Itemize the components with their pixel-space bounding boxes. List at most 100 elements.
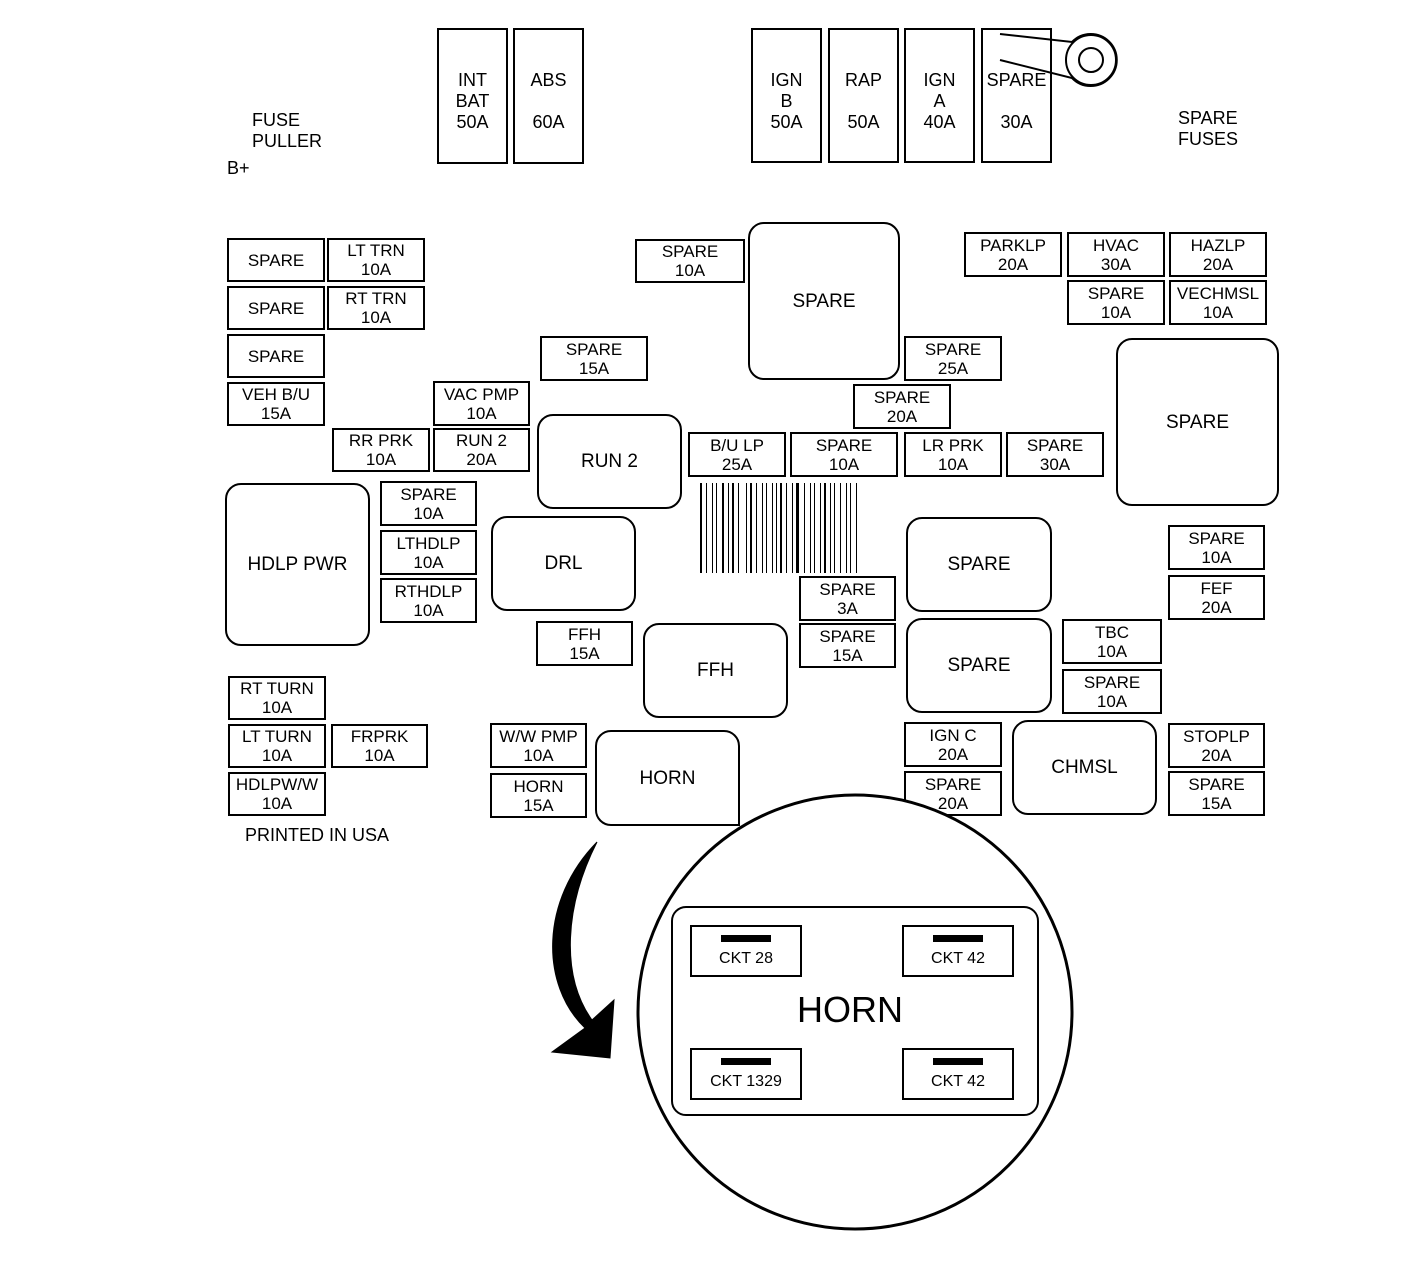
- relay-chmsl: CHMSL: [1012, 720, 1157, 815]
- barcode-stripe: [756, 483, 757, 573]
- relay-spare-right: SPARE: [1116, 338, 1279, 506]
- terminal-ckt-42-bottom: CKT 42: [902, 1048, 1014, 1100]
- relay-spare-mid2: SPARE: [906, 618, 1052, 713]
- fuse-abs: ABS 60A: [513, 28, 584, 164]
- barcode-stripe: [762, 483, 763, 573]
- terminal-ckt-1329: CKT 1329: [690, 1048, 802, 1100]
- barcode-stripe: [786, 483, 787, 573]
- barcode-stripe: [766, 483, 767, 573]
- barcode-stripe: [840, 483, 841, 573]
- fuse-rap: RAP 50A: [828, 28, 899, 163]
- barcode-stripe: [834, 483, 835, 573]
- barcode-stripe: [746, 483, 747, 573]
- barcode-stripe: [700, 483, 702, 573]
- barcode-stripe: [810, 483, 811, 573]
- barcode-stripe: [706, 483, 707, 573]
- spare-fuses-label-line1: SPARE: [1178, 108, 1238, 128]
- relay-spare-top: SPARE: [748, 222, 900, 380]
- relay-horn: HORN: [595, 730, 740, 826]
- barcode-stripe: [820, 483, 821, 573]
- fuse-spare-l3: SPARE: [227, 334, 325, 378]
- barcode-stripe: [830, 483, 831, 573]
- relay-drl: DRL: [491, 516, 636, 611]
- relay-hdlp-pwr: HDLP PWR: [225, 483, 370, 646]
- barcode-stripe: [780, 483, 782, 573]
- barcode-stripe: [712, 483, 713, 573]
- barcode-stripe: [776, 483, 777, 573]
- barcode-stripe: [750, 483, 752, 573]
- barcode-stripe: [716, 483, 717, 573]
- barcode-stripe: [796, 483, 799, 573]
- fuse-puller-label-line2: PULLER: [252, 131, 323, 151]
- terminal-ckt-42-top: CKT 42: [902, 925, 1014, 977]
- barcode-stripe: [804, 483, 805, 573]
- barcode-stripe: [738, 483, 739, 573]
- fuse-puller-icon: [999, 33, 1118, 87]
- barcode-stripe: [824, 483, 826, 573]
- barcode-stripe: [772, 483, 773, 573]
- fuse-spare-30a-maxi: SPARE 30A: [981, 28, 1052, 163]
- relay-spare-mid1: SPARE: [906, 517, 1052, 612]
- terminal-ckt-28: CKT 28: [690, 925, 802, 977]
- fuse-spare-l2: SPARE: [227, 286, 325, 330]
- spare-fuses-label-line2: FUSES: [1178, 129, 1239, 149]
- barcode-stripe: [856, 483, 857, 573]
- barcode: [700, 483, 857, 573]
- fuse-spare-l1: SPARE: [227, 238, 325, 282]
- barcode-stripe: [850, 483, 851, 573]
- b-plus-label: B+: [227, 158, 250, 178]
- fuse-puller-label-line1: FUSE: [252, 110, 301, 130]
- zoom-arrow-icon: [550, 841, 615, 1059]
- relay-run2: RUN 2: [537, 414, 682, 509]
- printed-in-usa-label: PRINTED IN USA: [245, 825, 390, 845]
- barcode-stripe: [846, 483, 847, 573]
- relay-ffh: FFH: [643, 623, 788, 718]
- horn-detail-title: HORN: [797, 989, 903, 1030]
- barcode-stripe: [728, 483, 729, 573]
- barcode-stripe: [732, 483, 734, 573]
- barcode-stripe: [792, 483, 793, 573]
- barcode-stripe: [814, 483, 815, 573]
